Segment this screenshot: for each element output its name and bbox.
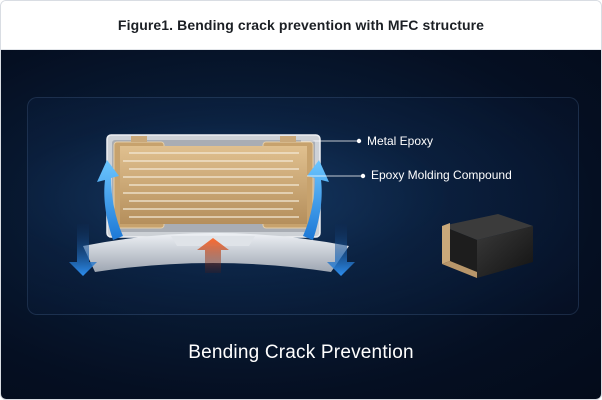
bending-force-arrow: [197, 238, 229, 273]
figure-title: Figure1. Bending crack prevention with M…: [117, 17, 485, 33]
figure-header: Figure1. Bending crack prevention with M…: [1, 1, 601, 50]
internal-electrodes: [123, 152, 299, 218]
callout-emc: [307, 173, 366, 179]
top-pad-left: [131, 136, 147, 142]
mfc-component: [106, 134, 321, 238]
bending-crack-diagram: [69, 134, 533, 278]
stress-arrow-right-down: [327, 224, 355, 276]
metal-epoxy-label: Metal Epoxy: [367, 134, 434, 148]
stress-arrow-left-up: [97, 160, 123, 240]
stress-arrow-left-down: [69, 224, 97, 276]
stress-arrow-right-up: [303, 160, 329, 240]
mfc-chip-product: [442, 214, 533, 278]
emc-label: Epoxy Molding Compound: [371, 168, 512, 182]
diagram-stage: Metal Epoxy Epoxy Molding Compound Bendi…: [1, 50, 601, 399]
top-pad-right: [280, 136, 296, 142]
callout-metal-epoxy: [301, 138, 362, 144]
diagram-caption: Bending Crack Prevention: [188, 342, 414, 363]
